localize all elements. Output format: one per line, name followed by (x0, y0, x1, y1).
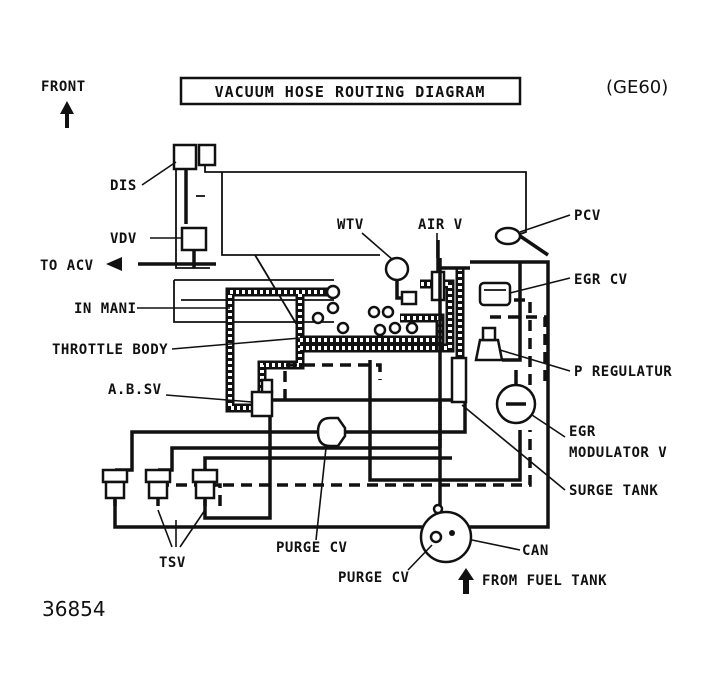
label-air-v: AIR V (418, 217, 463, 233)
manifold-nipples (311, 284, 419, 337)
figure-number: 36854 (42, 597, 106, 621)
tsv-valve-3 (191, 468, 219, 506)
diagram-code: (GE60) (606, 77, 668, 98)
tsv-valve-2 (144, 468, 172, 506)
title-box: VACUUM HOSE ROUTING DIAGRAM (179, 76, 522, 106)
label-egr-modulator-line1: EGR (569, 424, 596, 440)
front-indicator: FRONT (41, 79, 86, 128)
from-fuel-tank-arrow-icon (458, 568, 474, 594)
front-arrow-icon (60, 101, 74, 128)
label-vdv: VDV (110, 231, 137, 247)
to-acv-arrow-icon (106, 257, 122, 271)
dashed-hoses (158, 298, 547, 510)
dis-component (172, 143, 217, 269)
labels: DIS VDV TO ACV IN MANI THROTTLE BODY A.B… (40, 178, 672, 589)
label-from-fuel-tank: FROM FUEL TANK (482, 573, 607, 589)
front-label: FRONT (41, 79, 86, 95)
pcv-component (494, 226, 549, 257)
label-pcv: PCV (574, 208, 601, 224)
vdv-component (180, 226, 208, 268)
label-purge-cv-lower: PURGE CV (338, 570, 410, 586)
label-in-mani: IN MANI (74, 301, 137, 317)
label-wtv: WTV (337, 217, 364, 233)
pointer-lines (137, 161, 571, 571)
egr-modulator-component (495, 370, 537, 425)
label-egr-cv: EGR CV (574, 272, 628, 288)
label-egr-modulator-line2: MODULATOR V (569, 445, 667, 461)
diagram-title: VACUUM HOSE ROUTING DIAGRAM (215, 83, 486, 101)
label-throttle-body: THROTTLE BODY (52, 342, 168, 358)
tsv-valves (101, 468, 219, 506)
label-to-acv: TO ACV (40, 258, 94, 274)
surge-tank-component (450, 356, 468, 404)
label-dis: DIS (110, 178, 137, 194)
purge-cv-upper-component (316, 416, 347, 448)
p-regulator-component (474, 326, 504, 362)
egr-cv-component (478, 281, 512, 307)
wtv-component (384, 256, 418, 306)
canister-component (419, 503, 473, 564)
label-purge-cv-upper: PURGE CV (276, 540, 348, 556)
ab-sv-component (250, 378, 274, 418)
label-ab-sv: A.B.SV (108, 382, 162, 398)
label-tsv: TSV (159, 555, 186, 571)
label-p-regulator: P REGULATUR (574, 364, 672, 380)
tsv-valve-1 (101, 468, 129, 506)
label-can: CAN (522, 543, 549, 559)
label-surge-tank: SURGE TANK (569, 483, 658, 499)
